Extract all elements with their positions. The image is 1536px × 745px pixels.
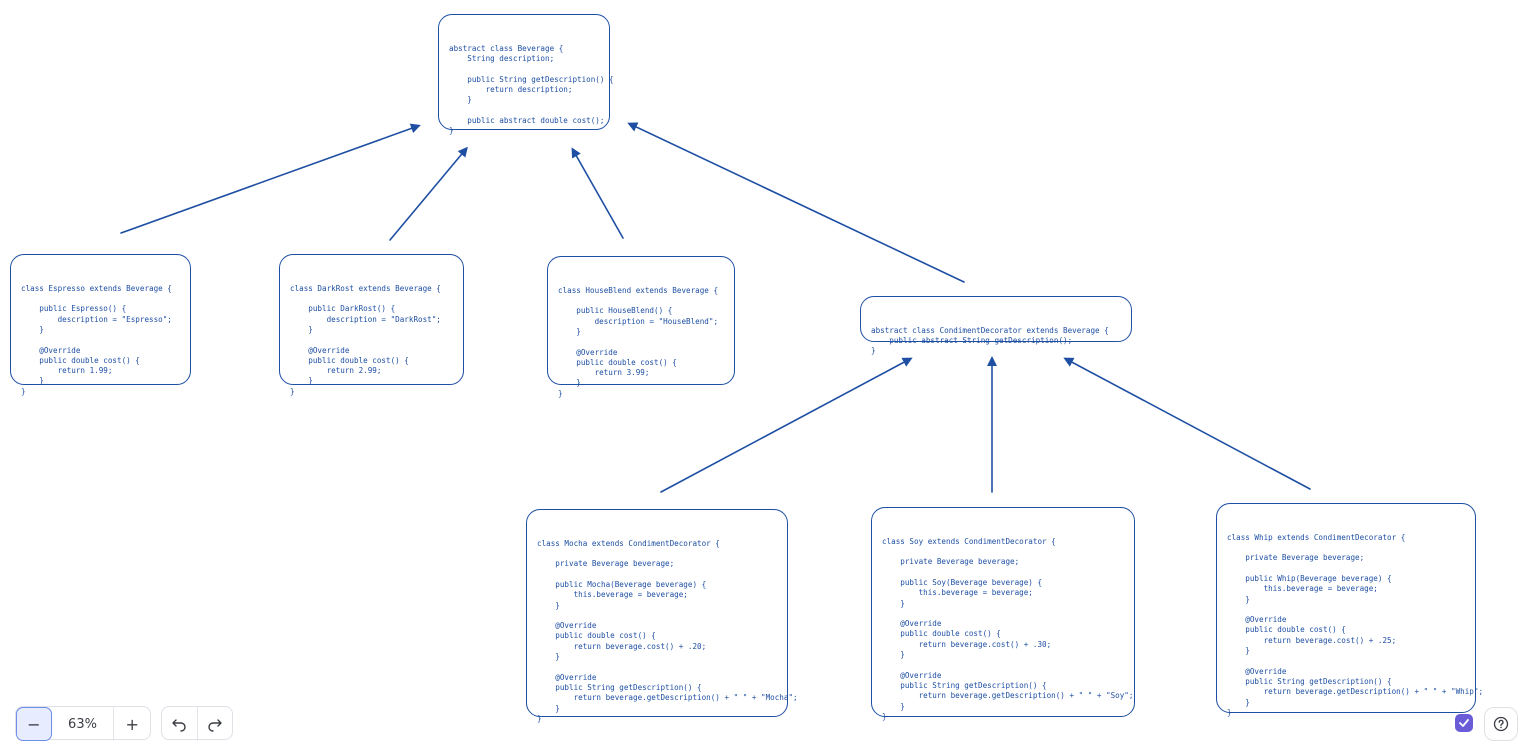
history-controls [161,706,233,741]
zoom-out-button[interactable]: − [16,707,52,741]
espresso-class-box[interactable]: class Espresso extends Beverage { public… [10,254,191,396]
espresso-class-code: class Espresso extends Beverage { public… [21,283,172,396]
darkrost-class-box[interactable]: class DarkRost extends Beverage { public… [279,254,464,396]
toolbar-divider [196,707,198,741]
redo-button[interactable] [197,707,232,741]
whip-class-code: class Whip extends CondimentDecorator { … [1227,532,1484,717]
arrow-houseblend-to-beverage[interactable] [571,147,624,239]
beverage-class-code: abstract class Beverage { String descrip… [449,43,614,136]
beverage-class-box[interactable]: abstract class Beverage { String descrip… [438,14,614,135]
whip-class-box[interactable]: class Whip extends CondimentDecorator { … [1216,503,1483,717]
mocha-class-box[interactable]: class Mocha extends CondimentDecorator {… [526,509,798,723]
question-icon [1493,716,1509,732]
zoom-controls: − 63% + [15,706,151,741]
zoom-level-readout[interactable]: 63% [68,716,97,732]
arrow-espresso-to-beverage[interactable] [120,123,421,234]
help-button[interactable] [1484,707,1518,741]
darkrost-class-code: class DarkRost extends Beverage { public… [290,283,441,396]
zoom-in-button[interactable]: + [125,714,139,734]
undo-button[interactable] [162,707,197,741]
arrow-whip-to-condiment[interactable] [1063,357,1311,490]
check-mark [1459,719,1469,727]
soy-class-box[interactable]: class Soy extends CondimentDecorator { p… [871,507,1135,721]
toolbar-divider [113,707,115,741]
undo-icon [172,719,186,732]
mocha-class-code: class Mocha extends CondimentDecorator {… [537,538,798,723]
condiment-decorator-class-code: abstract class CondimentDecorator extend… [871,325,1109,356]
condiment-decorator-class-box[interactable]: abstract class CondimentDecorator extend… [860,296,1132,355]
redo-icon [208,719,222,732]
houseblend-class-code: class HouseBlend extends Beverage { publ… [558,285,719,398]
shield-check-icon[interactable] [1455,714,1473,732]
soy-class-code: class Soy extends CondimentDecorator { p… [882,536,1134,721]
arrow-darkrost-to-beverage[interactable] [389,146,468,241]
houseblend-class-box[interactable]: class HouseBlend extends Beverage { publ… [547,256,735,398]
